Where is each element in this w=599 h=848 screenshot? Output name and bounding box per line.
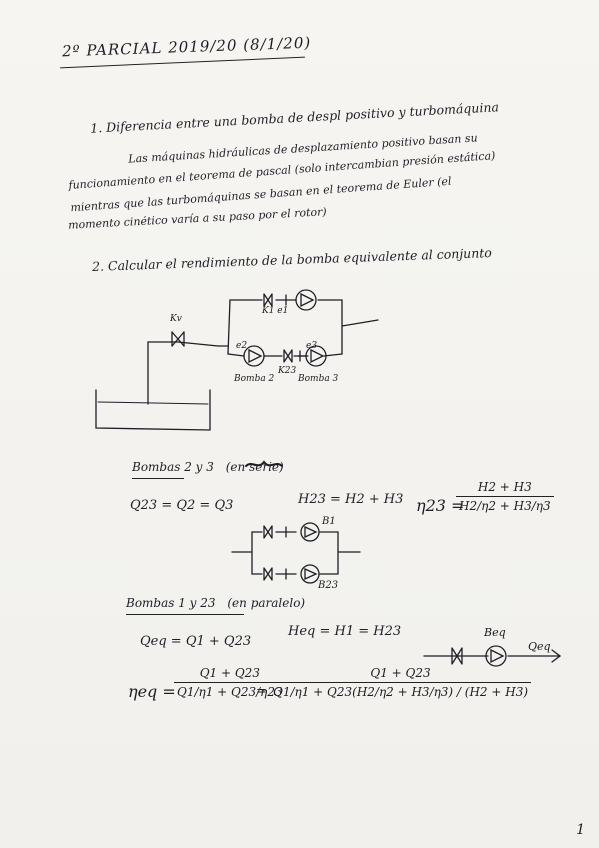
valve-kv <box>171 331 185 347</box>
series-head-equation: H23 = H2 + H3 <box>298 492 404 507</box>
label-b23: B23 <box>318 580 339 591</box>
label-beq: Beq <box>484 626 506 639</box>
pump-eq-icon <box>485 645 507 667</box>
series-eff-label: η23 = <box>416 496 465 515</box>
tank-water-line <box>97 401 209 405</box>
parallel-eff-fraction-1: Q1 + Q23 Q1/η1 + Q23/η23 <box>174 666 286 699</box>
label-bomba-3: Bomba 3 <box>298 374 339 384</box>
label-bomba-2: Bomba 2 <box>234 374 275 384</box>
parallel-eff-label: ηeq = <box>128 682 176 701</box>
scribble <box>245 460 283 467</box>
parallel-head-equation: Heq = H1 = H23 <box>288 624 402 639</box>
parallel-eff-fraction-2: Q1 + Q23 Q1/η1 + Q23(H2/η2 + H3/η3) / (H… <box>270 666 532 699</box>
suction-pipe <box>147 341 219 405</box>
label-k23: K23 <box>278 366 297 376</box>
valve-k23 <box>283 349 293 363</box>
label-kv: Kv <box>170 314 182 324</box>
series-eff-fraction: H2 + H3 H2/η2 + H3/η3 <box>456 480 554 513</box>
label-qeq: Qeq <box>528 640 551 653</box>
series-diagram-pipes <box>231 531 361 575</box>
series-flow-equation: Q23 = Q2 = Q3 <box>130 498 234 513</box>
label-e3: e3 <box>306 341 318 351</box>
valve-k1 <box>263 293 273 307</box>
tank <box>95 389 211 431</box>
section-series-heading: Bombas 2 y 3 (en serie) <box>132 460 284 474</box>
valve-eq <box>451 647 463 665</box>
section-series-underline <box>132 478 184 479</box>
pump-b23-icon <box>300 564 320 584</box>
pump-b1-icon <box>300 522 320 542</box>
upper-branch-pipe <box>227 299 343 355</box>
lower-branch-pipe <box>227 353 343 357</box>
outlet-pipe <box>341 319 379 327</box>
flow-arrow <box>551 649 562 663</box>
pump-2-icon <box>243 345 265 367</box>
label-e2: e2 <box>236 341 248 351</box>
pump-1-icon <box>295 289 317 311</box>
pump-3-icon <box>305 345 327 367</box>
page-number: 1 <box>576 822 585 838</box>
parallel-flow-equation: Qeq = Q1 + Q23 <box>140 634 252 649</box>
valve-b1 <box>263 525 273 539</box>
label-b1: B1 <box>322 516 336 527</box>
equals-sign: = <box>256 684 267 699</box>
section-parallel-heading: Bombas 1 y 23 (en paralelo) <box>126 596 306 610</box>
valve-b23 <box>263 567 273 581</box>
label-k1-e1: K1 e1 <box>262 306 289 316</box>
section-parallel-underline <box>126 614 244 615</box>
